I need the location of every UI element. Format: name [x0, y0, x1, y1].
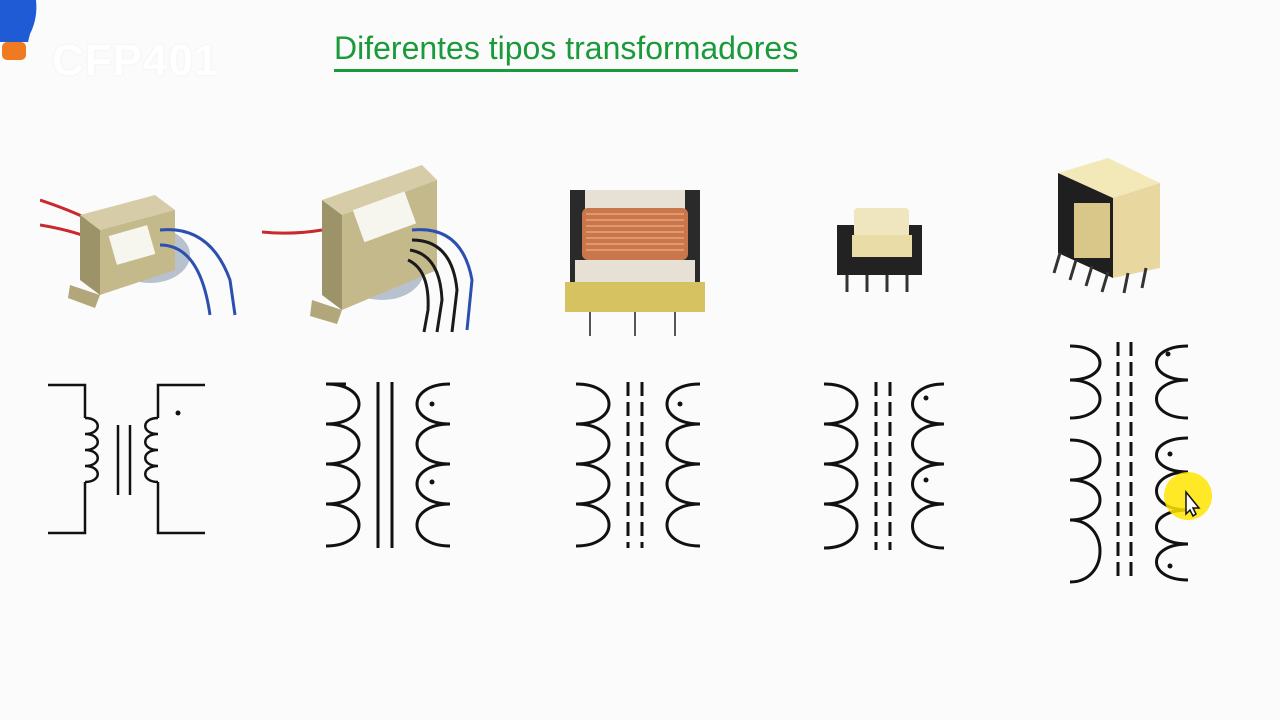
laminated-transformer-red-blue-wires-photo	[40, 195, 237, 316]
ferrite-transformer-copper-winding-photo	[565, 190, 705, 336]
iron-core-transformer-symbol	[48, 383, 205, 535]
page-title: Diferentes tipos transformadores	[334, 30, 799, 72]
laminated-transformer-red-blue-black-wires-photo	[262, 165, 474, 333]
multi-winding-ferrite-transformer-symbol	[1069, 342, 1189, 584]
ferrite-bobbin-transformer-photo	[1052, 158, 1160, 294]
ferrite-core-center-tapped-symbol-small	[823, 382, 945, 550]
hand-pointer-cursor-icon	[1164, 472, 1212, 520]
center-tapped-transformer-symbol	[325, 382, 451, 548]
logo-bulb-icon	[0, 0, 37, 60]
logo-text: CFP401	[52, 36, 220, 85]
small-smd-ferrite-transformer-photo	[837, 208, 922, 292]
ferrite-core-center-tapped-symbol	[575, 382, 701, 548]
